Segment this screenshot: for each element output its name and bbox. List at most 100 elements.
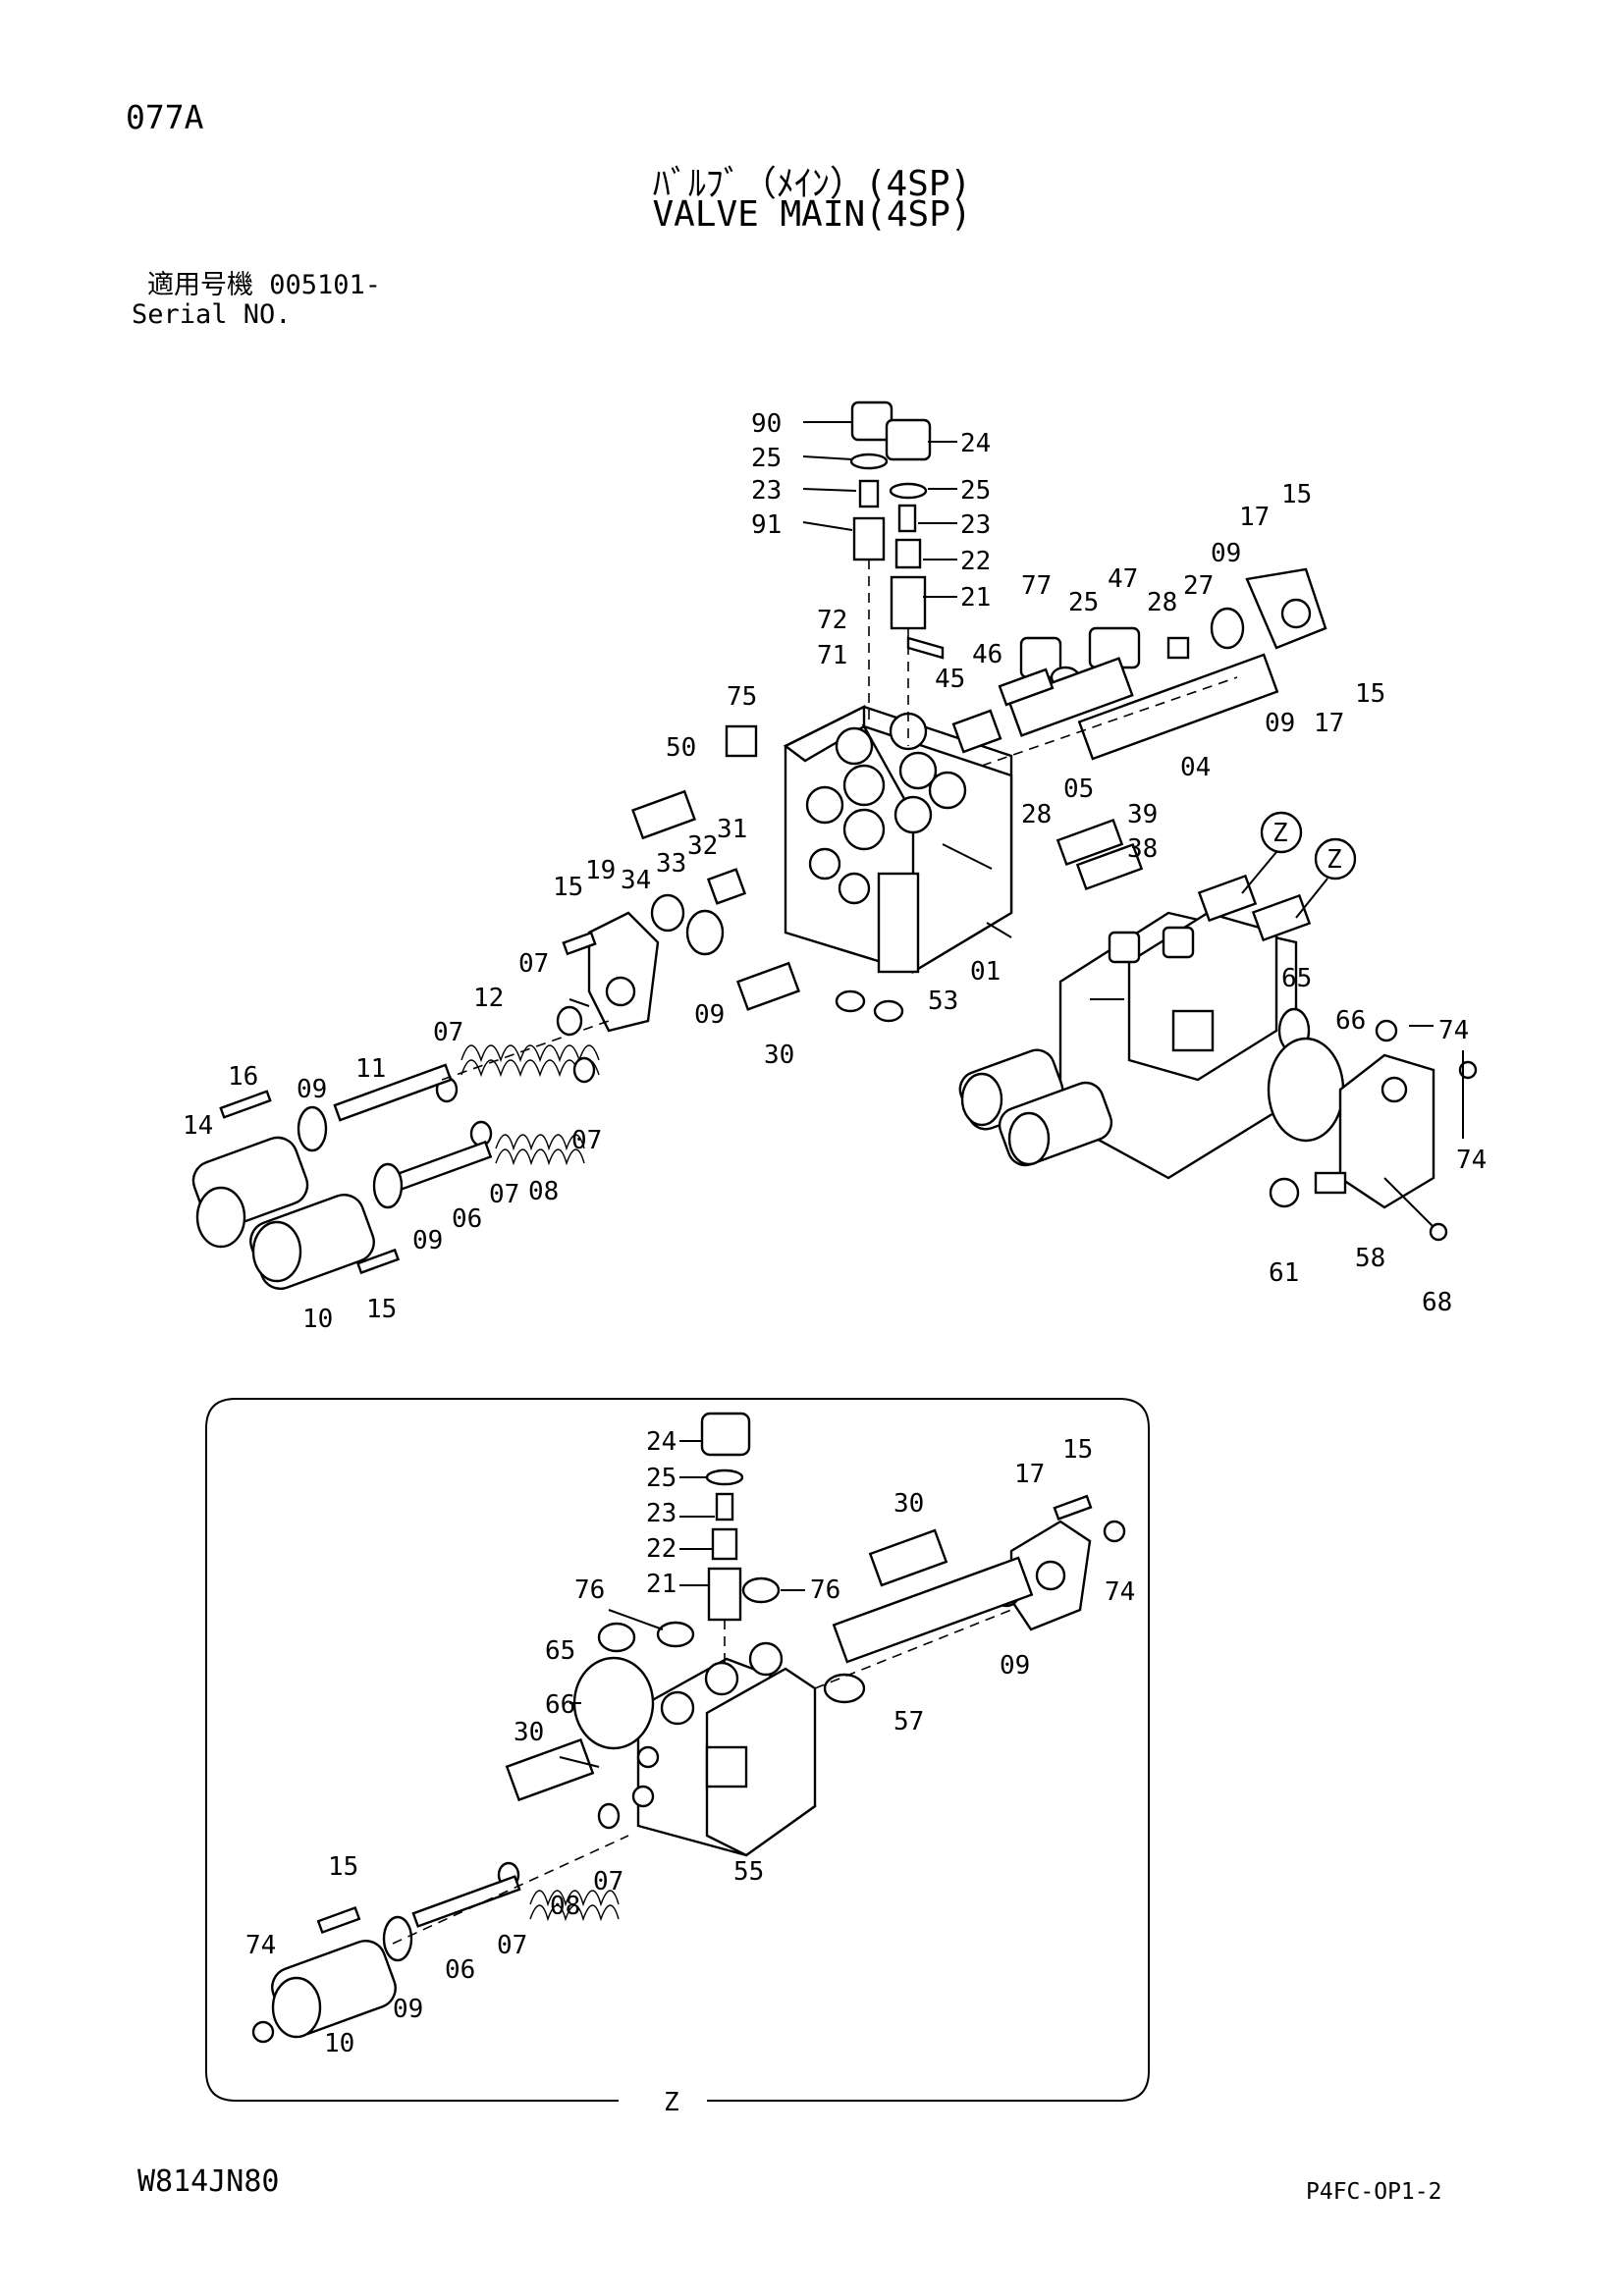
callout: 22 xyxy=(646,1534,677,1564)
callout: 15 xyxy=(366,1295,397,1324)
callout: 25 xyxy=(1068,588,1099,617)
z-marker-1: Z xyxy=(1272,819,1288,848)
callout: 11 xyxy=(355,1054,386,1084)
callout: 74 xyxy=(1456,1146,1487,1175)
page-code: 077A xyxy=(126,98,204,136)
callout: 30 xyxy=(764,1041,794,1070)
callout: 68 xyxy=(1422,1288,1452,1317)
upper-right-spools xyxy=(951,567,1327,767)
callout: 09 xyxy=(1000,1651,1030,1681)
callout: 07 xyxy=(593,1867,623,1896)
callout: 09 xyxy=(412,1226,443,1255)
callout: 19 xyxy=(585,856,616,885)
callout: 09 xyxy=(694,1000,725,1030)
right-valve-assembly xyxy=(958,874,1478,1242)
callout: 23 xyxy=(960,510,991,540)
title-en: VALVE MAIN(4SP) xyxy=(652,194,972,235)
callout: 05 xyxy=(1063,774,1094,804)
callout: 10 xyxy=(302,1305,333,1334)
serial-label-jp: 適用号機 005101- xyxy=(147,270,382,300)
main-callouts: 90 25 23 91 24 25 23 22 21 72 71 46 45 7… xyxy=(183,409,1487,1334)
callout: 71 xyxy=(817,641,847,670)
callout: 24 xyxy=(646,1427,677,1457)
top-plug-stack-left xyxy=(849,400,893,726)
valve-body-block xyxy=(783,705,1013,975)
detail-view-label: Z xyxy=(664,2088,679,2117)
main-leader-lines xyxy=(568,421,1464,1139)
callout: 15 xyxy=(1355,679,1385,709)
z-view-markers: Z Z xyxy=(1241,811,1357,919)
callout: 09 xyxy=(297,1075,327,1104)
callout: 45 xyxy=(935,665,965,694)
callout: 74 xyxy=(245,1931,276,1960)
detail-view-z: Z xyxy=(205,1398,1150,2117)
callout: 25 xyxy=(960,476,991,506)
callout: 17 xyxy=(1314,709,1344,738)
callout: 08 xyxy=(550,1892,580,1921)
callout: 07 xyxy=(433,1018,463,1047)
callout: 07 xyxy=(497,1931,527,1960)
callout: 55 xyxy=(733,1857,764,1887)
callout: 91 xyxy=(751,510,782,540)
callout: 08 xyxy=(528,1177,559,1206)
callout: 09 xyxy=(1211,539,1241,568)
callout: 77 xyxy=(1021,571,1052,601)
callout: 17 xyxy=(1239,503,1270,532)
callout: 57 xyxy=(893,1707,924,1736)
callout: 06 xyxy=(452,1204,482,1234)
callout: 39 xyxy=(1127,800,1158,829)
callout: 65 xyxy=(545,1636,575,1666)
detail-callouts: 24 25 23 22 21 76 76 30 17 15 74 65 66 3… xyxy=(245,1427,1135,2058)
callout: 16 xyxy=(228,1062,258,1092)
callout: 30 xyxy=(514,1718,544,1747)
top-plug-stack-right xyxy=(885,418,945,746)
callout: 65 xyxy=(1281,964,1312,993)
callout: 53 xyxy=(928,987,958,1016)
callout: 28 xyxy=(1147,588,1177,617)
sheet-code: P4FC-OP1-2 xyxy=(1306,2179,1442,2205)
callout: 38 xyxy=(1127,834,1158,864)
callout: 76 xyxy=(810,1575,840,1605)
drawing-number: W814JN80 xyxy=(137,2164,280,2199)
callout: 66 xyxy=(545,1690,575,1720)
callout: 23 xyxy=(751,476,782,506)
callout: 15 xyxy=(1281,480,1312,509)
main-assembly: Z Z xyxy=(191,400,1478,1290)
callout: 28 xyxy=(1021,800,1052,829)
callout: 33 xyxy=(656,849,686,879)
callout: 21 xyxy=(960,583,991,613)
callout: 07 xyxy=(489,1180,519,1209)
callout: 74 xyxy=(1105,1577,1135,1607)
callout: 24 xyxy=(960,429,991,458)
callout: 34 xyxy=(621,866,651,895)
serial-label-en: Serial NO. xyxy=(132,299,292,330)
side-parts xyxy=(631,724,1144,1023)
callout: 72 xyxy=(817,606,847,635)
callout: 09 xyxy=(393,1995,423,2024)
title-jp: ﾊﾞﾙﾌﾞ（ﾒｲﾝ）(4SP) xyxy=(652,164,972,204)
callout: 30 xyxy=(893,1489,924,1519)
callout: 23 xyxy=(646,1499,677,1528)
callout: 58 xyxy=(1355,1244,1385,1273)
callout: 15 xyxy=(553,873,583,902)
left-pilot-assembly xyxy=(191,911,660,1290)
callout: 12 xyxy=(473,984,504,1013)
callout: 76 xyxy=(574,1575,605,1605)
z-marker-2: Z xyxy=(1326,845,1342,875)
callout: 27 xyxy=(1183,571,1214,601)
detail-leader-lines xyxy=(559,1440,805,1768)
callout: 07 xyxy=(571,1126,602,1155)
callout: 47 xyxy=(1108,564,1138,594)
callout: 31 xyxy=(717,815,747,844)
callout: 66 xyxy=(1335,1006,1366,1036)
callout: 14 xyxy=(183,1111,213,1141)
callout: 25 xyxy=(751,444,782,473)
callout: 01 xyxy=(970,957,1001,987)
callout: 21 xyxy=(646,1570,677,1599)
callout: 15 xyxy=(1062,1435,1093,1465)
callout: 32 xyxy=(687,831,718,861)
callout: 07 xyxy=(518,949,549,979)
callout: 46 xyxy=(972,640,1002,669)
callout: 10 xyxy=(324,2029,354,2058)
detail-frame xyxy=(205,1398,1150,2102)
